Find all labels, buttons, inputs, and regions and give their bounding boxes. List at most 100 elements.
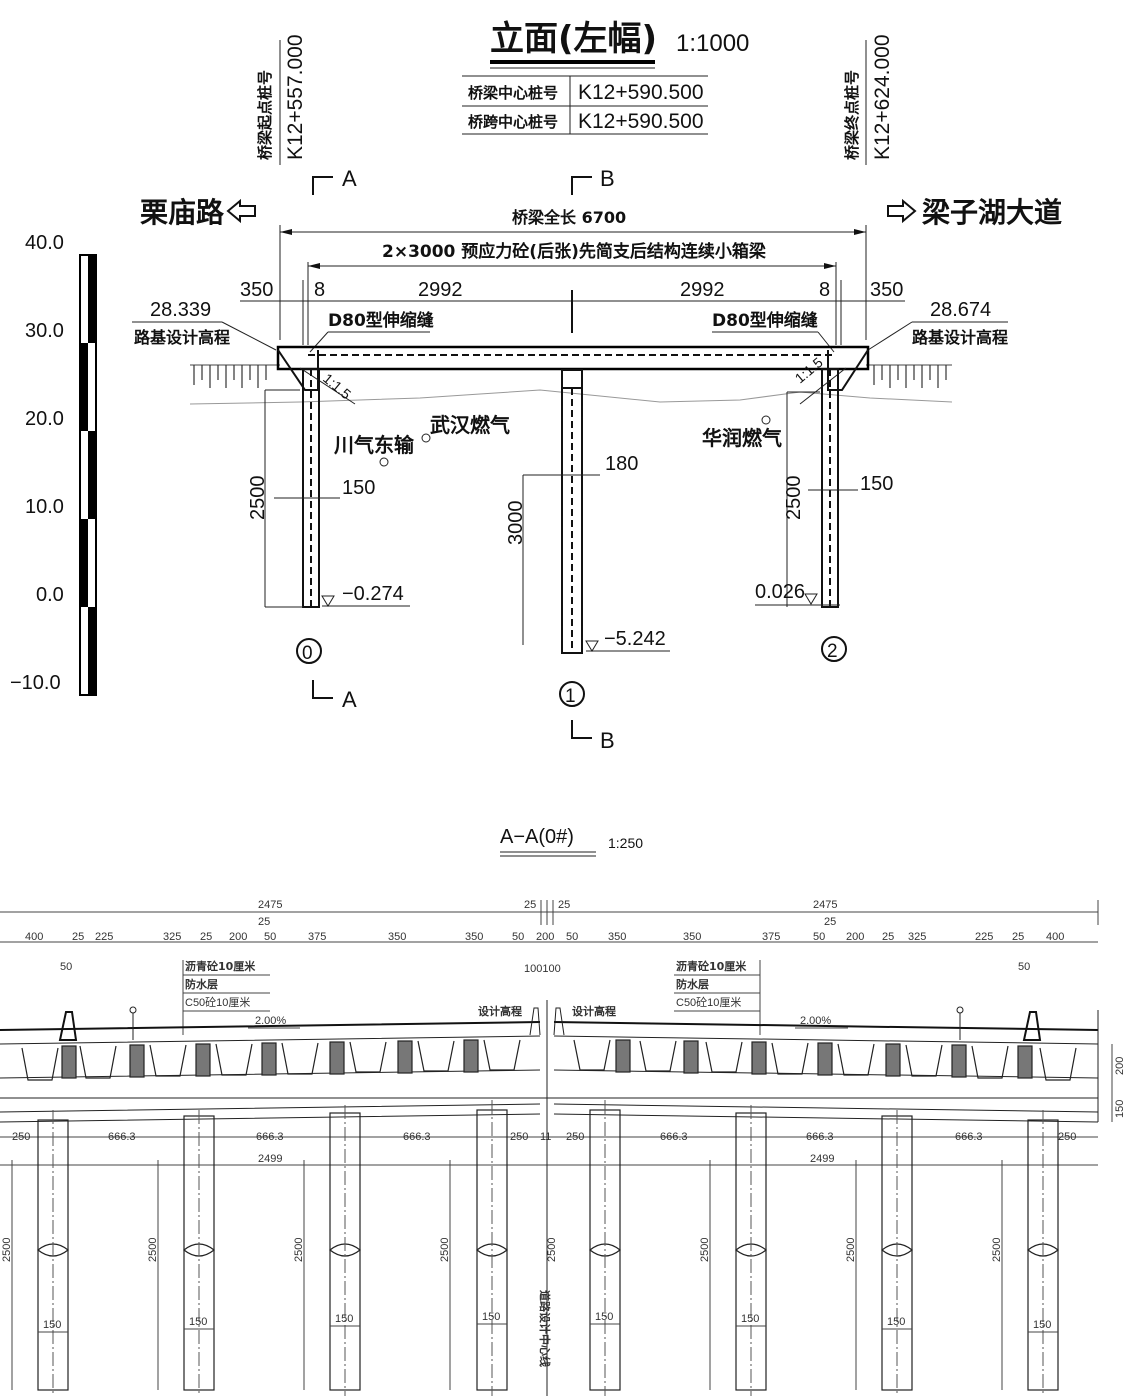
svg-text:25: 25: [882, 931, 894, 943]
cross-slope-right: 2.00%: [800, 1015, 831, 1027]
svg-text:150: 150: [595, 1311, 613, 1323]
table-label-2: 桥跨中心桩号: [468, 113, 558, 131]
joint-right: D80型伸缩缝: [712, 310, 818, 331]
axis-0: 0: [296, 638, 322, 664]
svg-text:2500: 2500: [1, 1238, 13, 1262]
svg-text:2992: 2992: [680, 279, 725, 301]
svg-text:25: 25: [1012, 931, 1024, 943]
svg-text:2475: 2475: [258, 899, 282, 911]
svg-text:150: 150: [189, 1316, 207, 1328]
top-dims: 350 8 2992 2992 8 350: [240, 225, 905, 345]
svg-text:350: 350: [683, 931, 701, 943]
design-elev-left: 设计高程: [478, 1004, 522, 1018]
svg-text:沥青砼10厘米: 沥青砼10厘米: [185, 959, 256, 973]
svg-text:250: 250: [12, 1131, 30, 1143]
centerline-label: 道路设计中心线: [538, 1290, 552, 1367]
pile-dia-right: 150: [860, 473, 893, 495]
svg-text:防水层: 防水层: [676, 977, 709, 991]
axis-2: 2: [821, 636, 847, 662]
svg-text:2500: 2500: [293, 1238, 305, 1262]
svg-text:2500: 2500: [699, 1238, 711, 1262]
section-mark-a-top: A: [312, 166, 357, 195]
svg-text:0: 0: [302, 643, 313, 664]
svg-text:666.3: 666.3: [806, 1131, 834, 1143]
svg-text:350: 350: [388, 931, 406, 943]
svg-text:250: 250: [1058, 1131, 1076, 1143]
svg-text:225: 225: [95, 931, 113, 943]
pile-len-mid: 3000: [505, 501, 527, 546]
svg-text:2499: 2499: [258, 1153, 282, 1165]
svg-text:200: 200: [229, 931, 247, 943]
left-subgrade-label: 路基设计高程: [134, 328, 230, 347]
svg-text:−10.0: −10.0: [10, 672, 61, 694]
right-subgrade-label: 路基设计高程: [912, 328, 1008, 347]
svg-text:50: 50: [264, 931, 276, 943]
gas-line-2: 武汉燃气: [430, 413, 510, 437]
gas-line-1: 川气东输: [333, 433, 415, 457]
svg-text:0.0: 0.0: [36, 584, 64, 606]
svg-text:25: 25: [824, 916, 836, 928]
section-scale: 1:250: [608, 835, 643, 851]
end-station-group: 桥梁终点桩号 K12+624.000: [843, 34, 894, 160]
svg-text:666.3: 666.3: [108, 1131, 136, 1143]
table-value-2: K12+590.500: [578, 110, 704, 133]
pile-len-left: 2500: [247, 476, 269, 521]
layers-left: 沥青砼10厘米 防水层 C50砼10厘米: [182, 959, 270, 1035]
gap-50-right: 50: [1018, 961, 1030, 973]
ground-hatch: [189, 364, 953, 405]
svg-text:2500: 2500: [546, 1238, 558, 1262]
section-pile-dia: 150 150 150 150 150 150 150 150: [38, 1311, 1058, 1333]
svg-text:8: 8: [819, 279, 830, 301]
table-value-1: K12+590.500: [578, 81, 704, 104]
svg-text:325: 325: [163, 931, 181, 943]
svg-text:666.3: 666.3: [403, 1131, 431, 1143]
pile-dia-mid: 180: [605, 453, 638, 475]
pile-1: [561, 369, 583, 654]
svg-text:2500: 2500: [439, 1238, 451, 1262]
end-station-value: K12+624.000: [871, 34, 894, 160]
section-mark-a-bottom: [312, 680, 333, 699]
svg-text:150: 150: [1033, 1319, 1051, 1331]
svg-text:8: 8: [314, 279, 325, 301]
svg-text:666.3: 666.3: [256, 1131, 284, 1143]
station-table: 桥梁中心桩号 K12+590.500 桥跨中心桩号 K12+590.500: [462, 75, 708, 135]
right-elev: 28.674: [930, 299, 991, 321]
svg-text:50: 50: [813, 931, 825, 943]
svg-text:1: 1: [565, 686, 576, 707]
svg-text:2: 2: [827, 641, 838, 662]
gap-100: 100100: [524, 963, 561, 975]
pile-centerlines: [52, 1000, 1044, 1396]
svg-text:2500: 2500: [845, 1238, 857, 1262]
svg-text:200: 200: [536, 931, 554, 943]
deck-section: [0, 1006, 1099, 1123]
elevation-scale-bar: 40.0 30.0 20.0 10.0 0.0 −10.0: [10, 232, 97, 696]
layers-right: 沥青砼10厘米 防水层 C50砼10厘米: [674, 959, 761, 1035]
pile-tip-mid: −5.242: [604, 628, 666, 650]
svg-text:B: B: [600, 166, 615, 191]
slope-label-right: 1:1.5: [792, 354, 826, 386]
svg-text:C50砼10厘米: C50砼10厘米: [185, 996, 250, 1009]
left-arrow-icon: [226, 198, 256, 224]
svg-text:350: 350: [240, 279, 273, 301]
svg-text:666.3: 666.3: [660, 1131, 688, 1143]
svg-text:25: 25: [524, 899, 536, 911]
svg-text:A: A: [342, 166, 357, 191]
table-label-1: 桥梁中心桩号: [468, 84, 558, 102]
svg-text:150: 150: [335, 1313, 353, 1325]
svg-text:150: 150: [482, 1311, 500, 1323]
svg-text:2499: 2499: [810, 1153, 834, 1165]
svg-text:400: 400: [25, 931, 43, 943]
svg-text:375: 375: [762, 931, 780, 943]
svg-text:25: 25: [558, 899, 570, 911]
design-elev-right: 设计高程: [572, 1004, 616, 1018]
pile-dia-left: 150: [342, 477, 375, 499]
section-title: A−A(0#): [500, 826, 574, 848]
pile-2: [821, 368, 839, 608]
svg-text:2992: 2992: [418, 279, 463, 301]
right-arrow-icon: [887, 198, 917, 224]
right-dim-150: 150: [1114, 1100, 1126, 1118]
svg-text:40.0: 40.0: [25, 232, 64, 254]
right-dim-200: 200: [1114, 1057, 1126, 1075]
svg-text:375: 375: [308, 931, 326, 943]
